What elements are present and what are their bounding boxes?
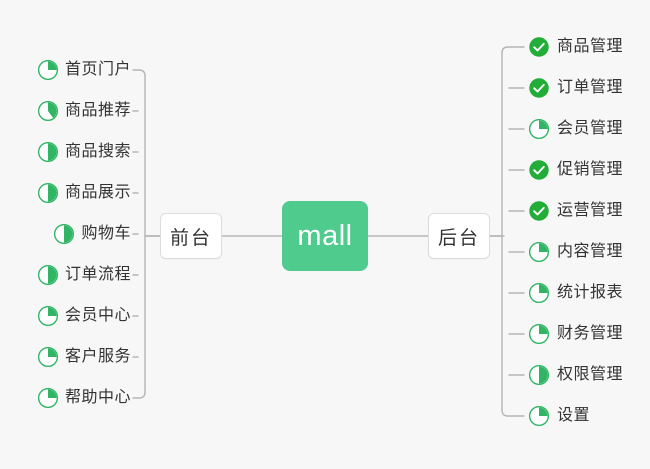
right-stub-9 bbox=[501, 409, 525, 417]
leaf-label-right-1: 订单管理 bbox=[557, 79, 624, 96]
leaf-item-right-6[interactable]: 统计报表 bbox=[528, 278, 623, 308]
pie-progress-icon-left-1 bbox=[37, 100, 59, 122]
leaf-label-left-4: 购物车 bbox=[81, 225, 131, 242]
leaf-item-left-1[interactable]: 商品推荐 bbox=[37, 96, 131, 126]
pie-progress-icon-right-9 bbox=[528, 405, 550, 427]
pie-progress-icon-left-2 bbox=[37, 141, 59, 163]
leaf-label-right-5: 内容管理 bbox=[557, 243, 624, 260]
leaf-label-right-2: 会员管理 bbox=[557, 120, 624, 137]
branch-frontend-label: 前台 bbox=[169, 227, 212, 249]
check-circle-icon-right-4 bbox=[529, 201, 549, 221]
leaf-item-left-3[interactable]: 商品展示 bbox=[37, 178, 131, 208]
leaf-item-left-5[interactable]: 订单流程 bbox=[37, 260, 131, 290]
pie-progress-icon-left-6 bbox=[37, 305, 59, 327]
pie-progress-icon-right-5 bbox=[528, 241, 550, 263]
leaf-item-left-2[interactable]: 商品搜索 bbox=[37, 137, 131, 167]
leaf-label-left-1: 商品推荐 bbox=[64, 102, 131, 119]
leaf-item-right-5[interactable]: 内容管理 bbox=[528, 237, 623, 267]
pie-progress-icon-right-2 bbox=[528, 118, 550, 140]
leaf-label-left-0: 首页门户 bbox=[64, 61, 131, 78]
leaf-item-right-3[interactable]: 促销管理 bbox=[528, 155, 623, 185]
left-stub-8 bbox=[132, 391, 146, 399]
leaf-label-right-3: 促销管理 bbox=[557, 161, 624, 178]
check-circle-icon-right-3 bbox=[529, 160, 549, 180]
leaf-item-right-2[interactable]: 会员管理 bbox=[528, 114, 623, 144]
leaf-label-right-6: 统计报表 bbox=[557, 284, 624, 301]
root-node-label: mall bbox=[297, 219, 353, 252]
leaf-item-right-7[interactable]: 财务管理 bbox=[528, 319, 623, 349]
leaf-label-left-3: 商品展示 bbox=[64, 184, 131, 201]
leaf-item-left-8[interactable]: 帮助中心 bbox=[37, 383, 131, 413]
pie-progress-icon-left-4 bbox=[54, 223, 75, 245]
leaf-label-left-7: 客户服务 bbox=[64, 348, 131, 365]
leaf-label-left-6: 会员中心 bbox=[64, 307, 131, 324]
leaf-label-right-9: 设置 bbox=[557, 407, 591, 424]
branch-backend-label: 后台 bbox=[437, 227, 480, 249]
pie-progress-icon-right-8 bbox=[528, 364, 550, 386]
leaf-label-right-4: 运营管理 bbox=[557, 202, 624, 219]
right-stub-0 bbox=[501, 46, 525, 54]
pie-progress-icon-left-8 bbox=[37, 387, 59, 409]
pie-progress-icon-left-7 bbox=[37, 346, 59, 368]
pie-progress-icon-right-7 bbox=[528, 323, 550, 345]
leaf-label-left-8: 帮助中心 bbox=[64, 389, 131, 406]
branch-frontend[interactable]: 前台 bbox=[160, 213, 222, 259]
leaf-label-right-0: 商品管理 bbox=[557, 38, 624, 55]
pie-progress-icon-right-6 bbox=[528, 282, 550, 304]
leaf-item-left-4[interactable]: 购物车 bbox=[53, 219, 131, 249]
leaf-label-left-5: 订单流程 bbox=[64, 266, 131, 283]
left-stub-0 bbox=[132, 69, 146, 77]
leaf-item-right-8[interactable]: 权限管理 bbox=[528, 360, 623, 390]
leaf-item-left-0[interactable]: 首页门户 bbox=[37, 55, 131, 85]
leaf-label-right-7: 财务管理 bbox=[557, 325, 624, 342]
root-node[interactable]: mall bbox=[282, 201, 368, 271]
leaf-item-left-6[interactable]: 会员中心 bbox=[37, 301, 131, 331]
leaf-item-right-1[interactable]: 订单管理 bbox=[528, 73, 623, 103]
pie-progress-icon-left-0 bbox=[37, 59, 59, 81]
leaf-label-left-2: 商品搜索 bbox=[64, 143, 131, 160]
check-circle-icon-right-0 bbox=[529, 37, 549, 57]
leaf-item-right-9[interactable]: 设置 bbox=[528, 401, 590, 431]
pie-progress-icon-left-5 bbox=[37, 264, 59, 286]
leaf-item-left-7[interactable]: 客户服务 bbox=[37, 342, 131, 372]
pie-progress-icon-left-3 bbox=[37, 182, 59, 204]
leaf-item-right-4[interactable]: 运营管理 bbox=[528, 196, 623, 226]
leaf-label-right-8: 权限管理 bbox=[557, 366, 624, 383]
check-circle-icon-right-1 bbox=[529, 78, 549, 98]
leaf-item-right-0[interactable]: 商品管理 bbox=[528, 32, 623, 62]
branch-backend[interactable]: 后台 bbox=[428, 213, 490, 259]
